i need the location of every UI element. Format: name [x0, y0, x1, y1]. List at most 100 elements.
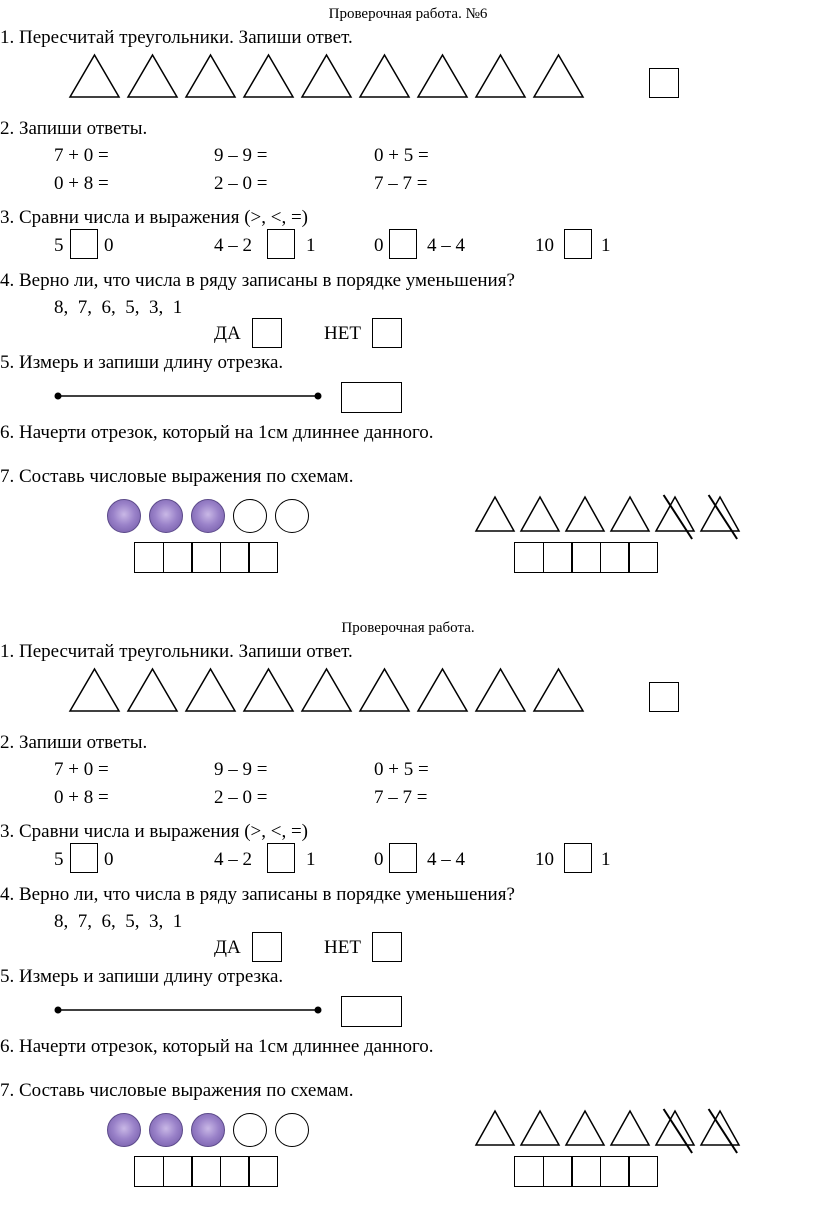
worksheet: Проверочная работа.1. Пересчитай треугол… [0, 614, 816, 1214]
triangle-shape [609, 1109, 651, 1146]
question-3: 3. Сравни числа и выражения (>, <, =) [0, 821, 309, 842]
yes-box[interactable] [252, 932, 282, 962]
triangle-shape [416, 667, 469, 712]
answer-cell[interactable] [542, 1156, 573, 1187]
triangle-shape [416, 53, 469, 98]
compare-left: 5 [54, 235, 64, 256]
filled-circle [191, 1113, 225, 1147]
answer-cell[interactable] [599, 1156, 630, 1187]
triangle-shape [358, 53, 411, 98]
triangle-shape [519, 1109, 561, 1146]
triangle-shape [474, 667, 527, 712]
crossed-triangle [699, 1108, 741, 1154]
compare-left: 10 [535, 849, 554, 870]
compare-right: 1 [601, 235, 611, 256]
question-4: 4. Верно ли, что числа в ряду записаны в… [0, 884, 515, 905]
equation: 0 + 5 = [374, 759, 429, 780]
triangle-shape [184, 53, 237, 98]
compare-right: 1 [601, 849, 611, 870]
compare-right: 4 – 4 [427, 235, 465, 256]
compare-left: 4 – 2 [214, 849, 252, 870]
answer-box[interactable] [649, 68, 679, 98]
filled-circle [107, 1113, 141, 1147]
triangle-shape [609, 495, 651, 532]
triangle-shape [474, 1109, 516, 1146]
equation: 7 – 7 = [374, 787, 428, 808]
answer-cell[interactable] [514, 542, 544, 573]
yes-box[interactable] [252, 318, 282, 348]
no-box[interactable] [372, 318, 402, 348]
compare-box[interactable] [389, 229, 417, 259]
answer-cell[interactable] [628, 1156, 658, 1187]
answer-cells [134, 1156, 278, 1187]
empty-circle [275, 1113, 309, 1147]
answer-cell[interactable] [248, 542, 278, 573]
equation: 2 – 0 = [214, 173, 268, 194]
compare-left: 10 [535, 235, 554, 256]
worksheet-title: Проверочная работа. [341, 620, 475, 636]
question-3: 3. Сравни числа и выражения (>, <, =) [0, 207, 309, 228]
equation: 0 + 8 = [54, 787, 109, 808]
crossed-triangle [654, 494, 696, 540]
question-5: 5. Измерь и запиши длину отрезка. [0, 352, 284, 373]
answer-cell[interactable] [134, 1156, 164, 1187]
length-answer-box[interactable] [341, 996, 402, 1027]
filled-circle [191, 499, 225, 533]
answer-box[interactable] [649, 682, 679, 712]
answer-cell[interactable] [191, 542, 221, 573]
crossed-triangle [699, 494, 741, 540]
compare-box[interactable] [70, 843, 98, 873]
answer-cells [514, 542, 658, 573]
answer-cell[interactable] [248, 1156, 278, 1187]
answer-cell[interactable] [542, 542, 573, 573]
compare-right: 0 [104, 235, 114, 256]
equation: 7 + 0 = [54, 145, 109, 166]
yes-label: ДА [214, 323, 241, 344]
compare-box[interactable] [389, 843, 417, 873]
filled-circle [149, 499, 183, 533]
compare-box[interactable] [564, 229, 592, 259]
answer-cell[interactable] [599, 542, 630, 573]
compare-right: 4 – 4 [427, 849, 465, 870]
equation: 0 + 8 = [54, 173, 109, 194]
question-5: 5. Измерь и запиши длину отрезка. [0, 966, 284, 987]
answer-cell[interactable] [191, 1156, 221, 1187]
length-answer-box[interactable] [341, 382, 402, 413]
answer-cells [514, 1156, 658, 1187]
triangle-shape [68, 667, 121, 712]
triangle-shape [184, 667, 237, 712]
answer-cell[interactable] [134, 542, 164, 573]
compare-right: 1 [306, 235, 316, 256]
compare-right: 1 [306, 849, 316, 870]
answer-cell[interactable] [219, 542, 250, 573]
compare-box[interactable] [267, 229, 295, 259]
answer-cell[interactable] [628, 542, 658, 573]
question-7: 7. Составь числовые выражения по схемам. [0, 1080, 354, 1101]
answer-cell[interactable] [162, 542, 193, 573]
answer-cell[interactable] [571, 542, 601, 573]
compare-right: 0 [104, 849, 114, 870]
no-box[interactable] [372, 932, 402, 962]
compare-left: 5 [54, 849, 64, 870]
equation: 9 – 9 = [214, 145, 268, 166]
equation: 7 + 0 = [54, 759, 109, 780]
compare-box[interactable] [564, 843, 592, 873]
compare-box[interactable] [267, 843, 295, 873]
answer-cells [134, 542, 278, 573]
triangle-shape [126, 53, 179, 98]
answer-cell[interactable] [571, 1156, 601, 1187]
answer-cell[interactable] [162, 1156, 193, 1187]
equation: 2 – 0 = [214, 787, 268, 808]
yes-label: ДА [214, 937, 241, 958]
empty-circle [233, 1113, 267, 1147]
triangle-shape [300, 53, 353, 98]
triangle-shape [474, 495, 516, 532]
answer-cell[interactable] [219, 1156, 250, 1187]
answer-cell[interactable] [514, 1156, 544, 1187]
worksheet-title: Проверочная работа. №6 [328, 6, 488, 22]
empty-circle [233, 499, 267, 533]
triangle-shape [532, 667, 585, 712]
triangle-shape [564, 1109, 606, 1146]
compare-box[interactable] [70, 229, 98, 259]
